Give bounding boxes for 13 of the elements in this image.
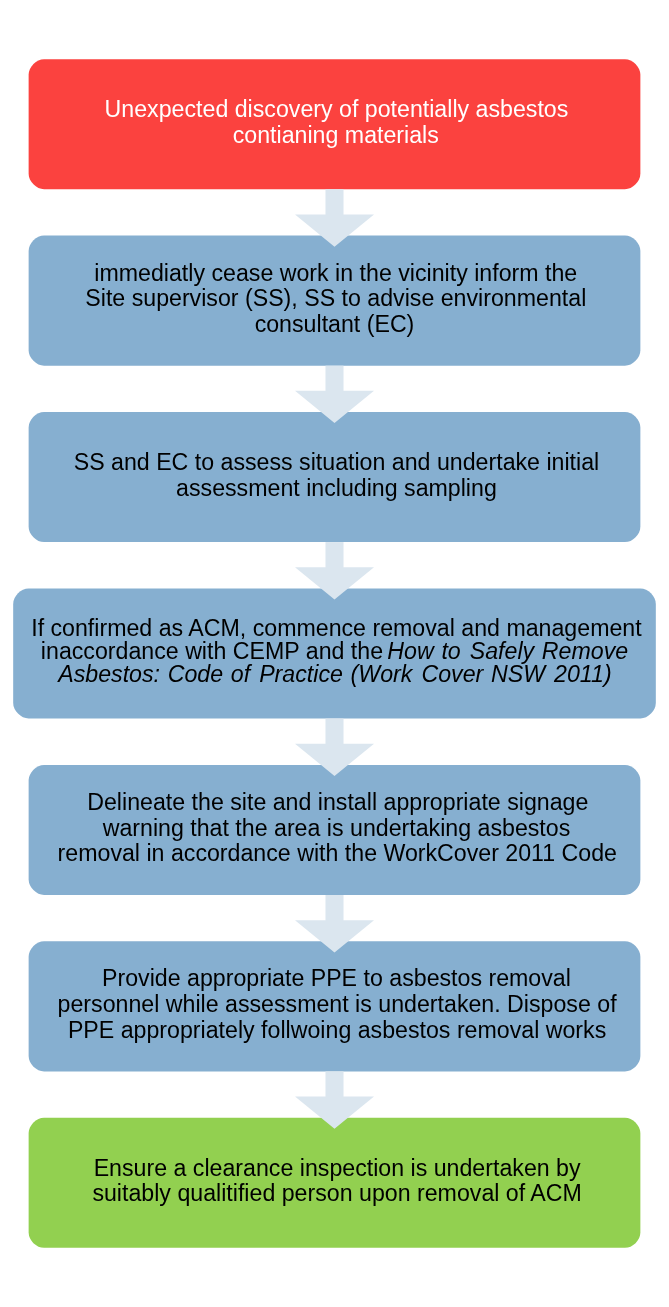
node-box: Unexpected discovery of potentially asbestos contianing materials — [28, 59, 641, 190]
arrow — [295, 365, 375, 424]
arrow — [295, 1071, 375, 1129]
node-box: If confirmed as ACM, commence removal and management inaccordance with CEMP and the How to Safely Remove Asbestos: Code of Practice (Work Cover NSW 2011) — [13, 588, 656, 719]
node-box: Provide appropriate PPE to asbestos removal personnel while assessment is undertaken. Dispose of PPE appropriately follwoing asbestos removal works — [28, 941, 641, 1072]
node-box: immediatly cease work in the vicinity inform the Site supervisor (SS), SS to advise environmental consultant (EC) — [28, 235, 641, 366]
arrow — [295, 718, 375, 776]
arrow — [295, 542, 375, 600]
node-box: SS and EC to assess situation and undertake initial assessment including sampling — [28, 412, 641, 543]
arrow — [295, 189, 375, 247]
node-box: Delineate the site and install appropriate signage warning that the area is undertaking asbestos removal in accordance with the WorkCover 2011 Code — [28, 764, 641, 895]
arrow — [295, 894, 375, 953]
node-box: Ensure a clearance inspection is undertaken by suitably qualitified person upon removal of ACM — [28, 1117, 641, 1248]
